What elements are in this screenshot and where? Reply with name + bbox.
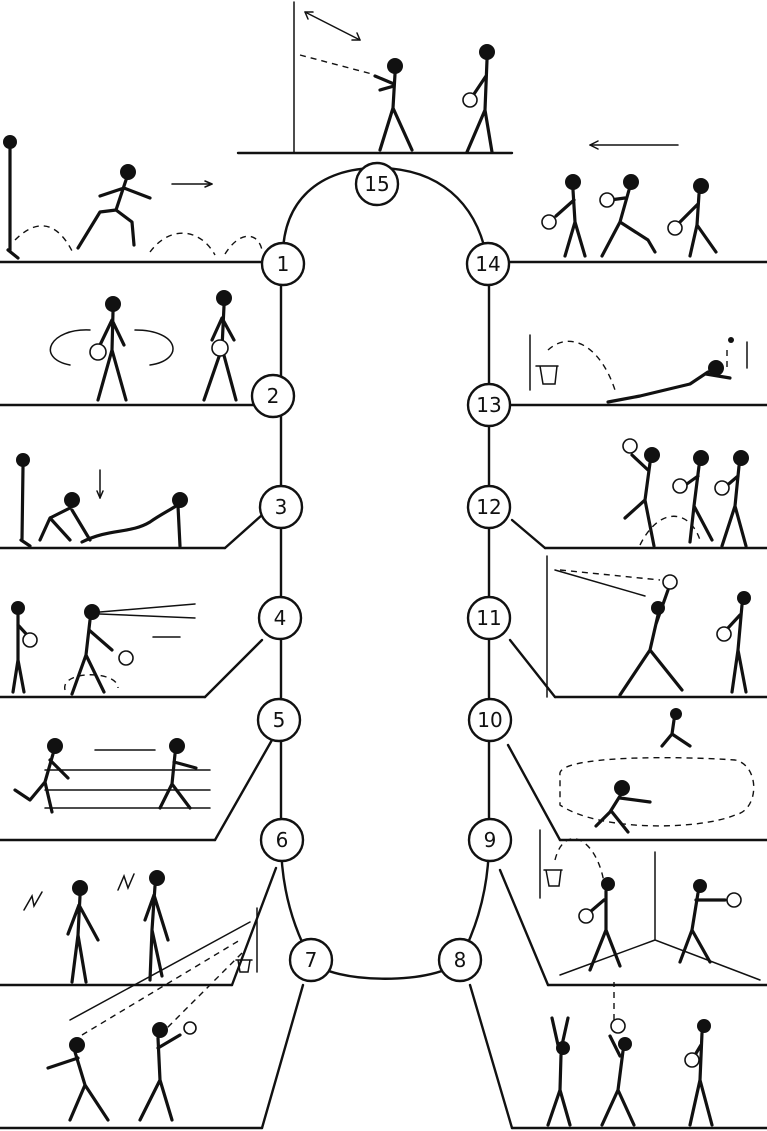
exercise-14-dribble-relay [541,174,718,258]
station-marker-11: 11 [466,595,512,641]
station-markers: 15 1 14 2 13 3 12 4 11 5 10 6 9 7 8 [250,161,513,983]
exercise-7-long-pass [46,907,258,1122]
station-label-15: 15 [364,172,389,196]
station-label-2: 2 [267,384,280,408]
station-marker-10: 10 [467,697,513,743]
exercise-3-crawl [16,453,188,548]
exercise-5-shuttle [13,738,211,814]
station-label-11: 11 [476,606,501,630]
exercise-15-wall-pass [299,11,679,154]
station-marker-12: 12 [466,484,512,530]
station-marker-13: 13 [466,382,512,428]
exercise-13-lying-shot [529,334,748,404]
station-label-5: 5 [273,708,286,732]
station-label-9: 9 [484,828,497,852]
circuit-track [279,166,491,980]
station-marker-5: 5 [256,697,302,743]
station-marker-7: 7 [288,937,334,983]
station-marker-9: 9 [467,817,513,863]
exercise-8-passing [546,982,714,1127]
exercise-6-reaction [23,870,170,984]
exercise-11-wall-throw [554,569,751,697]
station-label-6: 6 [276,828,289,852]
station-label-12: 12 [476,495,501,519]
exercise-9-rebound [539,829,761,981]
station-label-7: 7 [305,948,318,972]
station-label-14: 14 [475,252,500,276]
station-marker-1: 1 [260,241,306,287]
station-marker-8: 8 [437,937,483,983]
exercise-10-duck-walk [559,708,755,834]
exercise-illustrations [3,11,761,1127]
station-marker-6: 6 [259,817,305,863]
exercise-2-ball-circles [49,290,238,402]
station-label-13: 13 [476,393,501,417]
station-label-8: 8 [454,948,467,972]
exercise-1-bounding [3,135,263,260]
station-marker-14: 14 [465,241,511,287]
station-label-10: 10 [477,708,502,732]
station-marker-2: 2 [250,373,296,419]
exercise-12-jump-shots [622,438,749,548]
station-label-1: 1 [277,252,290,276]
station-marker-4: 4 [257,595,303,641]
station-marker-15: 15 [354,161,400,207]
station-label-3: 3 [275,495,288,519]
station-label-4: 4 [274,606,287,630]
station-marker-3: 3 [258,484,304,530]
exercise-4-dribble [11,601,196,696]
